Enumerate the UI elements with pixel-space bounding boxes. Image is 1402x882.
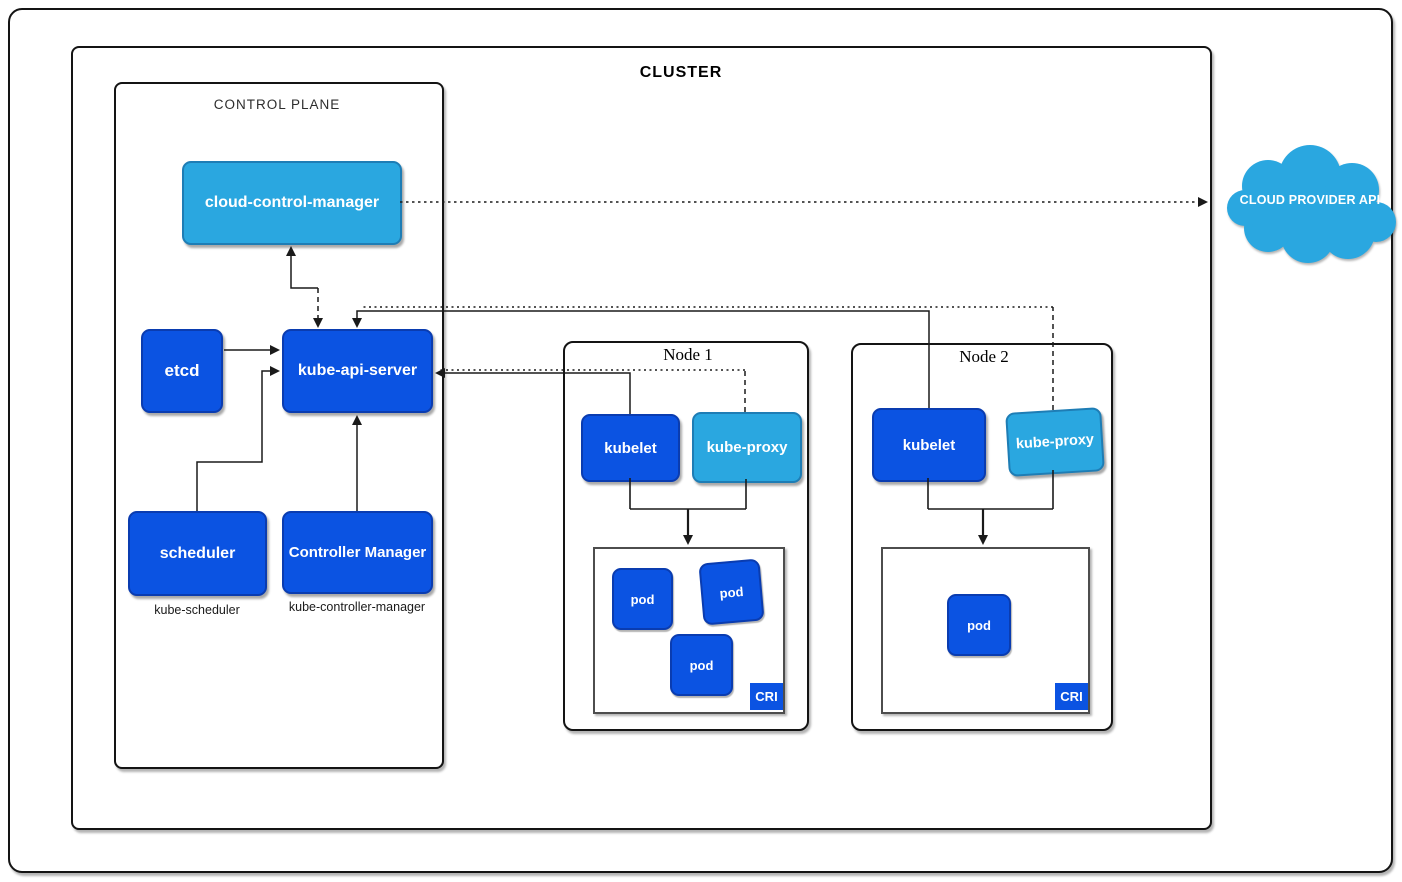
node1-cri-badge: CRI [750, 683, 783, 710]
kube-api-server-box: kube-api-server [282, 329, 433, 413]
node1-kubelet-box: kubelet [581, 414, 680, 482]
controller-manager-caption: kube-controller-manager [288, 600, 426, 614]
cloud-control-manager-box: cloud-control-manager [182, 161, 402, 245]
node2-pod-1: pod [947, 594, 1011, 656]
etcd-box: etcd [141, 329, 223, 413]
cloud-shape [1227, 145, 1396, 263]
node1-pod-2: pod [698, 558, 765, 626]
cloud-provider-api-label: CLOUD PROVIDER API [1239, 193, 1381, 207]
node2-kubelet-box: kubelet [872, 408, 986, 482]
node1-pod-1: pod [612, 568, 673, 630]
node1-pod-3: pod [670, 634, 733, 696]
controller-manager-box: Controller Manager [282, 511, 433, 594]
cluster-label: CLUSTER [639, 64, 723, 81]
node2-kube-proxy-box: kube-proxy [1005, 407, 1105, 477]
control-plane-label: CONTROL PLANE [213, 97, 341, 112]
scheduler-caption: kube-scheduler [154, 603, 240, 617]
node2-cri-badge: CRI [1055, 683, 1088, 710]
node1-title: Node 1 [663, 345, 713, 364]
node2-title: Node 2 [959, 347, 1009, 366]
node1-kube-proxy-box: kube-proxy [692, 412, 802, 483]
scheduler-box: scheduler [128, 511, 267, 596]
